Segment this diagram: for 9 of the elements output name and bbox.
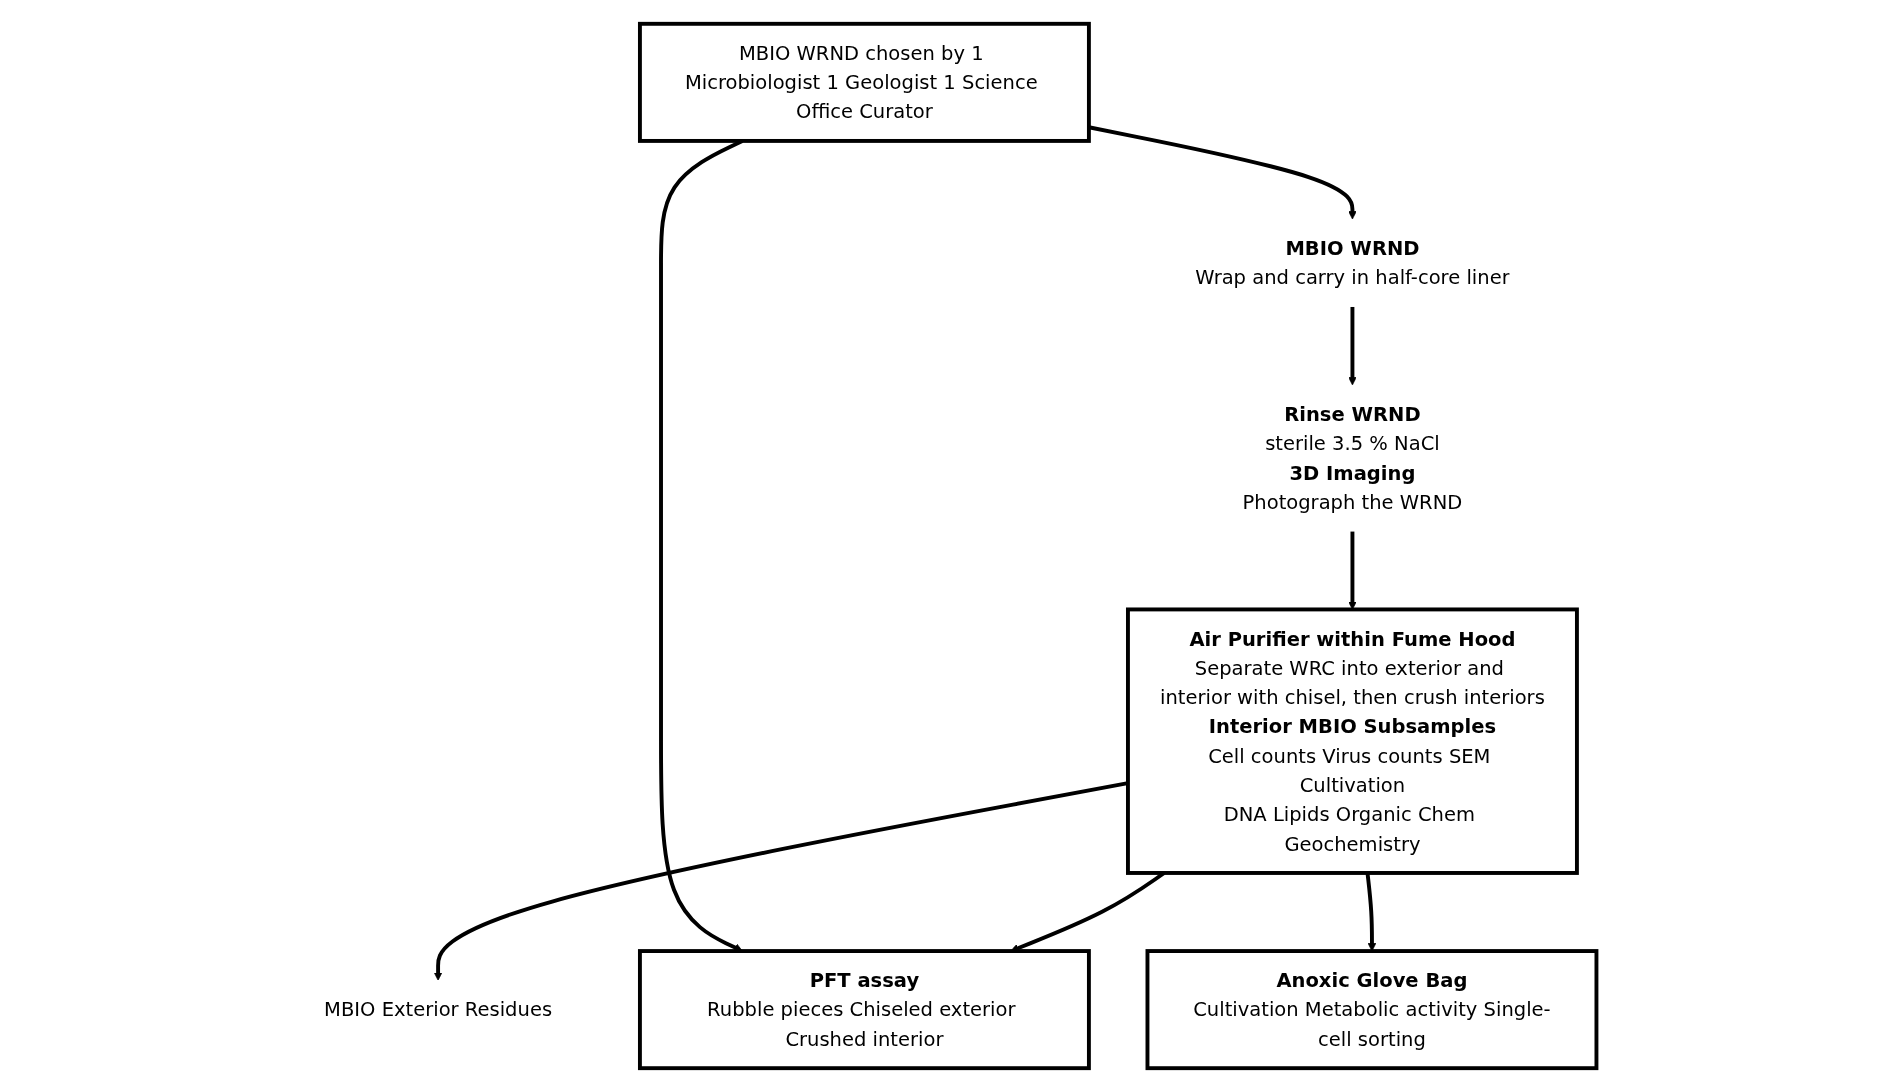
node-text: MBIO Exterior Residues [324, 997, 553, 1021]
node-box: PFT assay Rubble pieces Chiseled exterior Crushed interior [638, 948, 1092, 1070]
arrow [1348, 306, 1358, 385]
node-text: Rinse WRND sterile 3.5 % NaCl 3D Imaging Photograph the WRND [1242, 402, 1463, 514]
node-box: Anoxic Glove Bag Cultivation Metabolic activity Single-cell sorting [1145, 948, 1599, 1070]
node-text: MBIO WRND Wrap and carry in half-core liner [1195, 236, 1511, 289]
node-box: MBIO WRND chosen by 1 Microbiologist 1 Geologist 1 Science Office Curator [638, 21, 1092, 143]
node-box: Air Purifier within Fume Hood Separate WRC into exterior and interior with chisel, then crush interiors Interior MBIO Subsamples Cell counts Virus counts SEM Cultivation DNA Lipids Organic Chem Geochemistry [1126, 607, 1580, 875]
arrow [1365, 872, 1377, 951]
